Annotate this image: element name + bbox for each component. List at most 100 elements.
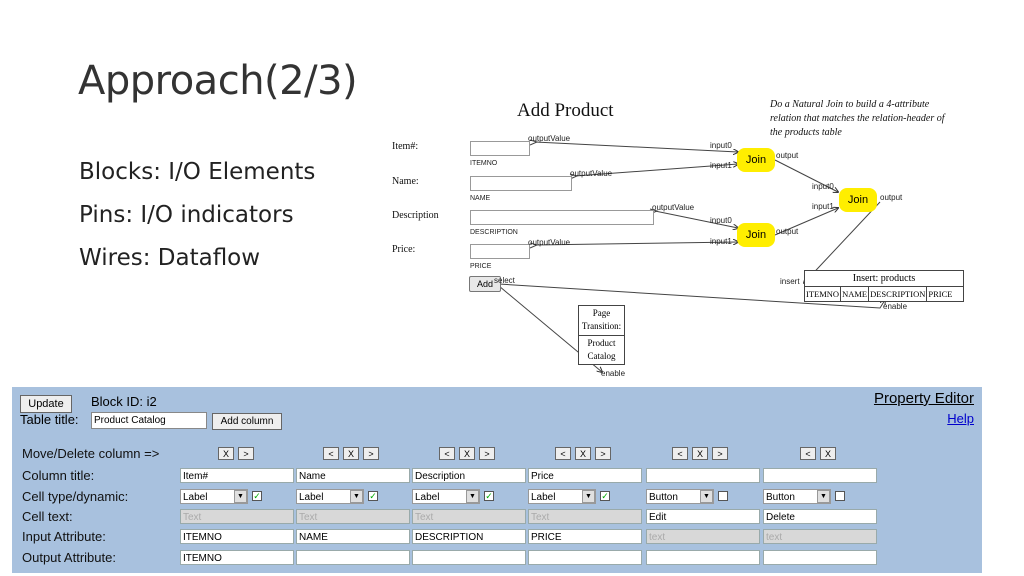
page-transition-title: Page Transition:	[579, 306, 624, 336]
input-attribute-input[interactable]: ITEMNO	[180, 529, 294, 544]
name-input[interactable]	[470, 176, 572, 191]
cell-type-select[interactable]: Label	[296, 489, 364, 504]
update-button[interactable]: Update	[20, 395, 72, 413]
wire-name-join1	[574, 164, 738, 177]
pin-output-value-1: outputValue	[528, 134, 571, 143]
wire-item-join1	[534, 141, 738, 152]
join-block-1[interactable]: Join	[737, 148, 775, 172]
cell-type-select[interactable]: Label	[180, 489, 248, 504]
move-left-button[interactable]: <	[800, 447, 816, 460]
bullet-blocks: Blocks: I/O Elements	[79, 159, 316, 185]
output-attribute-input[interactable]	[296, 550, 410, 565]
insert-col: DESCRIPTION	[870, 287, 928, 301]
delete-column-button[interactable]: X	[820, 447, 836, 460]
bullet-list: Blocks: I/O Elements Pins: I/O indicator…	[79, 155, 315, 284]
join-block-2[interactable]: Join	[737, 223, 775, 247]
description-input[interactable]	[470, 210, 654, 225]
pin-output-join3: output	[880, 193, 903, 202]
pin-enable-insert: enable	[883, 302, 908, 311]
add-column-button[interactable]: Add column	[212, 413, 282, 430]
dynamic-checkbox[interactable]	[718, 491, 728, 501]
move-right-button[interactable]: >	[479, 447, 495, 460]
chevron-down-icon[interactable]: ▼	[582, 490, 595, 503]
chevron-down-icon[interactable]: ▼	[350, 490, 363, 503]
dataflow-diagram: Add Product Do a Natural Join to build a…	[380, 90, 980, 385]
cell-text-input[interactable]: Text	[528, 509, 642, 524]
chevron-down-icon[interactable]: ▼	[700, 490, 713, 503]
cell-type-select[interactable]: Button	[646, 489, 714, 504]
move-left-button[interactable]: <	[323, 447, 339, 460]
dynamic-checkbox[interactable]: ✓	[252, 491, 262, 501]
attr-price: PRICE	[470, 263, 492, 270]
input-attribute-input[interactable]: text	[646, 529, 760, 544]
dynamic-checkbox[interactable]: ✓	[484, 491, 494, 501]
insert-products-block[interactable]: Insert: products ITEMNO NAME DESCRIPTION…	[804, 270, 964, 302]
price-input[interactable]	[470, 244, 530, 259]
insert-columns: ITEMNO NAME DESCRIPTION PRICE	[805, 287, 963, 301]
cell-text-input[interactable]: Text	[180, 509, 294, 524]
cell-text-input[interactable]: Edit	[646, 509, 760, 524]
attr-name: NAME	[470, 195, 491, 202]
output-attribute-input[interactable]	[528, 550, 642, 565]
dynamic-checkbox[interactable]	[835, 491, 845, 501]
field-label-name: Name:	[392, 176, 419, 187]
chevron-down-icon[interactable]: ▼	[817, 490, 830, 503]
item-input[interactable]	[470, 141, 530, 156]
input-attribute-input[interactable]: PRICE	[528, 529, 642, 544]
cell-type-select[interactable]: Label	[412, 489, 480, 504]
cell-text-input[interactable]: Text	[412, 509, 526, 524]
move-left-button[interactable]: <	[672, 447, 688, 460]
delete-column-button[interactable]: X	[459, 447, 475, 460]
row-label-move: Move/Delete column =>	[22, 446, 160, 461]
column-title-input[interactable]: Price	[528, 468, 642, 483]
move-right-button[interactable]: >	[712, 447, 728, 460]
cell-type-select[interactable]: Button	[763, 489, 831, 504]
cell-text-input[interactable]: Text	[296, 509, 410, 524]
cell-type-select[interactable]: Label	[528, 489, 596, 504]
output-attribute-input[interactable]	[646, 550, 760, 565]
add-button[interactable]: Add	[469, 276, 501, 292]
column-title-input[interactable]: Item#	[180, 468, 294, 483]
pin-input1-join3: input1	[812, 202, 834, 211]
input-attribute-input[interactable]: NAME	[296, 529, 410, 544]
field-label-price: Price:	[392, 244, 416, 255]
input-attribute-input[interactable]: DESCRIPTION	[412, 529, 526, 544]
pin-input0-join2: input0	[710, 216, 732, 225]
delete-column-button[interactable]: X	[218, 447, 234, 460]
cell-text-input[interactable]: Delete	[763, 509, 877, 524]
move-right-button[interactable]: >	[363, 447, 379, 460]
column-title-input[interactable]: Name	[296, 468, 410, 483]
pin-select: select	[494, 276, 515, 285]
wire-join1-join3	[774, 159, 838, 192]
move-right-button[interactable]: >	[595, 447, 611, 460]
property-editor-title: Property Editor	[873, 390, 974, 407]
dynamic-checkbox[interactable]: ✓	[600, 491, 610, 501]
output-attribute-input[interactable]: ITEMNO	[180, 550, 294, 565]
move-left-button[interactable]: <	[555, 447, 571, 460]
output-attribute-input[interactable]	[412, 550, 526, 565]
delete-column-button[interactable]: X	[343, 447, 359, 460]
row-label-column-title: Column title:	[22, 468, 95, 483]
column-title-input[interactable]	[763, 468, 877, 483]
bullet-pins: Pins: I/O indicators	[79, 202, 294, 228]
delete-column-button[interactable]: X	[692, 447, 708, 460]
join-block-3[interactable]: Join	[839, 188, 877, 212]
dynamic-checkbox[interactable]: ✓	[368, 491, 378, 501]
chevron-down-icon[interactable]: ▼	[234, 490, 247, 503]
page-transition-block[interactable]: Page Transition: Product Catalog	[578, 305, 625, 365]
delete-column-button[interactable]: X	[575, 447, 591, 460]
column-title-input[interactable]	[646, 468, 760, 483]
table-title-input[interactable]: Product Catalog	[91, 412, 207, 429]
move-right-button[interactable]: >	[238, 447, 254, 460]
move-left-button[interactable]: <	[439, 447, 455, 460]
help-link[interactable]: Help	[947, 411, 974, 426]
table-title-label: Table title:	[20, 412, 79, 427]
row-label-cell-text: Cell text:	[22, 509, 73, 524]
output-attribute-input[interactable]	[763, 550, 877, 565]
input-attribute-input[interactable]: text	[763, 529, 877, 544]
attr-description: DESCRIPTION	[470, 229, 518, 236]
page-transition-target: Product Catalog	[587, 338, 616, 361]
column-title-input[interactable]: Description	[412, 468, 526, 483]
chevron-down-icon[interactable]: ▼	[466, 490, 479, 503]
pin-input1-join1: input1	[710, 161, 732, 170]
